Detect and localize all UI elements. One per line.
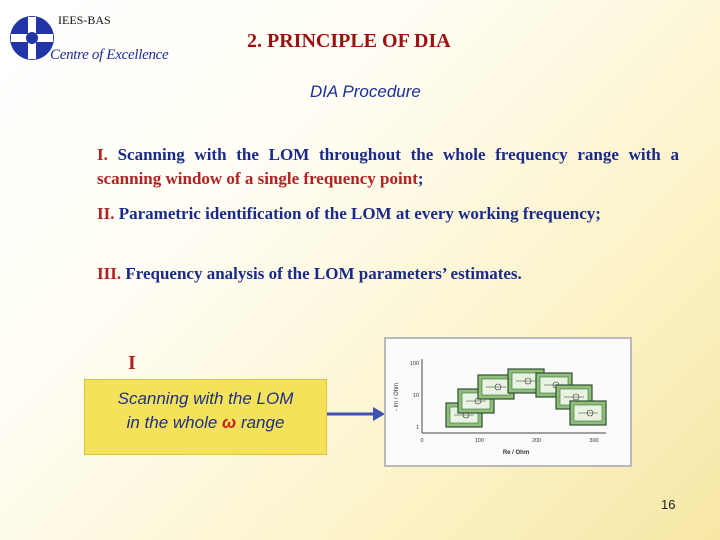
- y-tick-label: 1: [416, 425, 419, 431]
- procedure-step-3: III. Frequency analysis of the LOM param…: [97, 262, 679, 286]
- page-number: 16: [661, 497, 676, 512]
- step-1-text-b: ;: [417, 169, 424, 188]
- y-axis-label: - Im / Ohm: [394, 383, 400, 411]
- x-axis-label: Re / Ohm: [503, 450, 529, 456]
- x-tick-label: 100: [475, 438, 484, 444]
- impedance-plot: - Im / Ohm Re / Ohm 0 100 200 300 1 10 100: [384, 337, 632, 467]
- y-tick-label: 100: [410, 361, 419, 367]
- slide-subtitle: DIA Procedure: [310, 82, 421, 101]
- step-3-text: Frequency analysis of the LOM parameters…: [121, 264, 522, 283]
- impedance-plot-svg: - Im / Ohm Re / Ohm 0 100 200 300 1 10 100: [386, 339, 630, 465]
- lom-window-thumbnail: [569, 400, 607, 426]
- step-2-text: Parametric identification of the LOM at …: [114, 204, 601, 223]
- x-tick-label: 200: [532, 438, 541, 444]
- omega-symbol: ω: [222, 413, 237, 432]
- slide-title: 2. PRINCIPLE OF DIA: [247, 30, 451, 52]
- org-name: IEES-BAS: [58, 13, 111, 27]
- scanning-box-line-1: Scanning with the LOM: [117, 389, 294, 408]
- step-1-text-a: Scanning with the LOM throughout the who…: [107, 145, 679, 164]
- step-numeral: I: [128, 352, 136, 374]
- x-tick-label: 0: [420, 438, 423, 444]
- scanning-step-box: Scanning with the LOM in the whole ω ran…: [84, 379, 327, 455]
- step-1-number: I.: [97, 145, 108, 164]
- procedure-step-1: I. Scanning with the LOM throughout the …: [97, 143, 679, 191]
- institute-logo-icon: [10, 16, 54, 60]
- step-3-number: III.: [97, 264, 122, 283]
- centre-of-excellence-label: Centre of Excellence: [50, 47, 169, 63]
- lom-windows: [445, 368, 607, 428]
- scanning-box-line-2a: in the whole: [126, 413, 223, 432]
- tick-labels: 0 100 200 300 1 10 100: [410, 361, 599, 444]
- arrow-right-icon: [327, 407, 385, 421]
- procedure-step-2: II. Parametric identification of the LOM…: [97, 202, 679, 226]
- step-1-highlight: scanning window of a single frequency po…: [97, 169, 418, 188]
- scanning-box-line-2b: range: [236, 413, 285, 432]
- x-tick-label: 300: [589, 438, 598, 444]
- y-tick-label: 10: [413, 393, 419, 399]
- step-2-number: II.: [97, 204, 115, 223]
- scanning-box-line-2: in the whole ω range: [85, 411, 326, 435]
